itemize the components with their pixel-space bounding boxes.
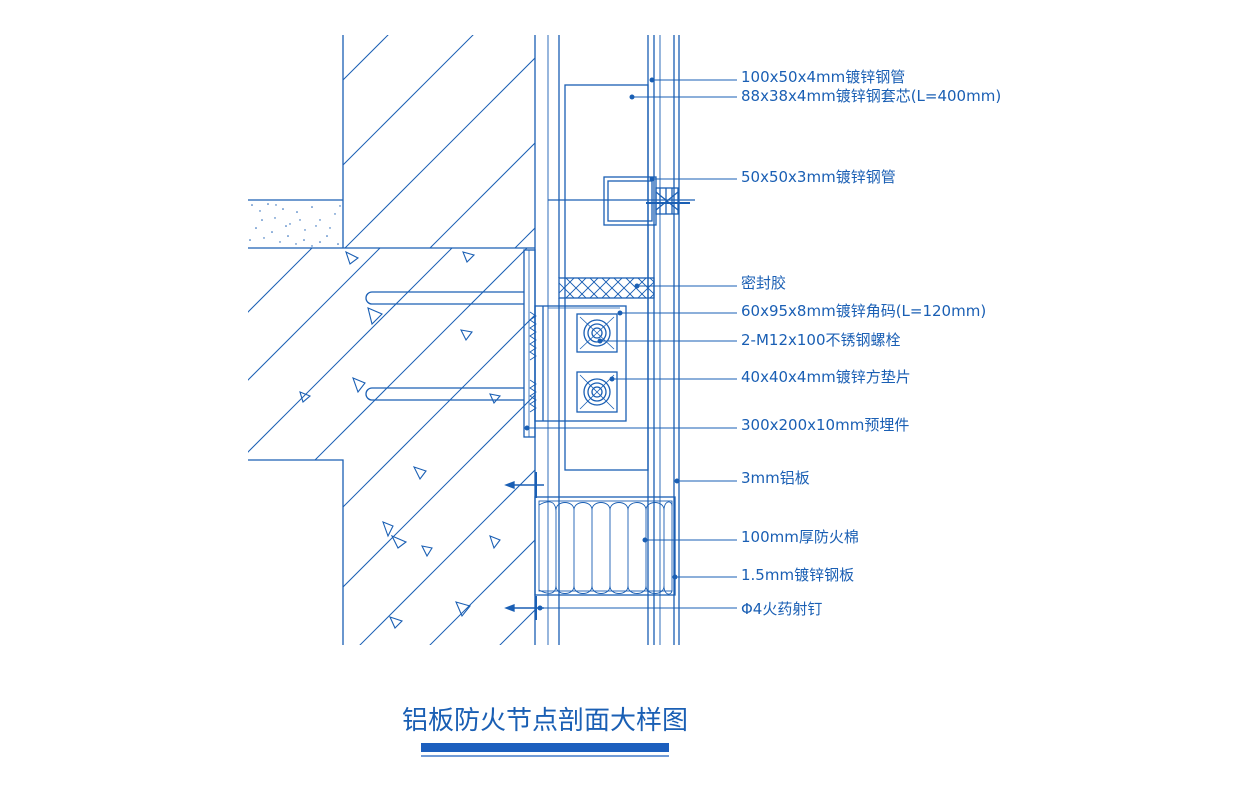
bolt-lower	[576, 371, 618, 413]
fire-wool	[534, 496, 676, 596]
concrete-structure	[248, 35, 536, 645]
annotation-labels: 100x50x4mm镀锌钢管 88x38x4mm镀锌钢套芯(L=400mm) 5…	[741, 68, 1001, 618]
title-underline-thick	[421, 743, 669, 752]
label-bolts: 2-M12x100不锈钢螺栓	[741, 331, 901, 349]
angle-bracket	[534, 305, 627, 422]
label-angle-bracket: 60x95x8mm镀锌角码(L=120mm)	[741, 302, 986, 320]
sealant	[558, 277, 655, 299]
label-fire-wool: 100mm厚防火棉	[741, 528, 859, 546]
label-steel-tube-50: 50x50x3mm镀锌钢管	[741, 168, 896, 186]
vertical-steel-tube	[547, 35, 661, 645]
aluminum-panel	[673, 35, 680, 645]
label-steel-tube-100: 100x50x4mm镀锌钢管	[741, 68, 905, 86]
label-square-washer: 40x40x4mm镀锌方垫片	[741, 368, 911, 386]
label-aluminum-panel: 3mm铝板	[741, 469, 810, 487]
label-powder-nail: Φ4火药射钉	[741, 600, 822, 618]
label-steel-plate: 1.5mm镀锌钢板	[741, 566, 854, 584]
powder-nail-upper	[504, 472, 544, 498]
label-sealant: 密封胶	[741, 274, 786, 292]
bolt-upper	[576, 313, 618, 353]
leader-dots	[524, 77, 680, 611]
label-embedded-plate: 300x200x10mm预埋件	[741, 416, 909, 434]
label-sleeve-core: 88x38x4mm镀锌钢套芯(L=400mm)	[741, 87, 1001, 105]
leader-lines	[527, 79, 737, 609]
drawing-title-block: 铝板防火节点剖面大样图	[402, 706, 688, 757]
drawing-title: 铝板防火节点剖面大样图	[402, 706, 688, 736]
steel-tube-50	[548, 176, 695, 226]
embedded-plate	[365, 249, 537, 438]
